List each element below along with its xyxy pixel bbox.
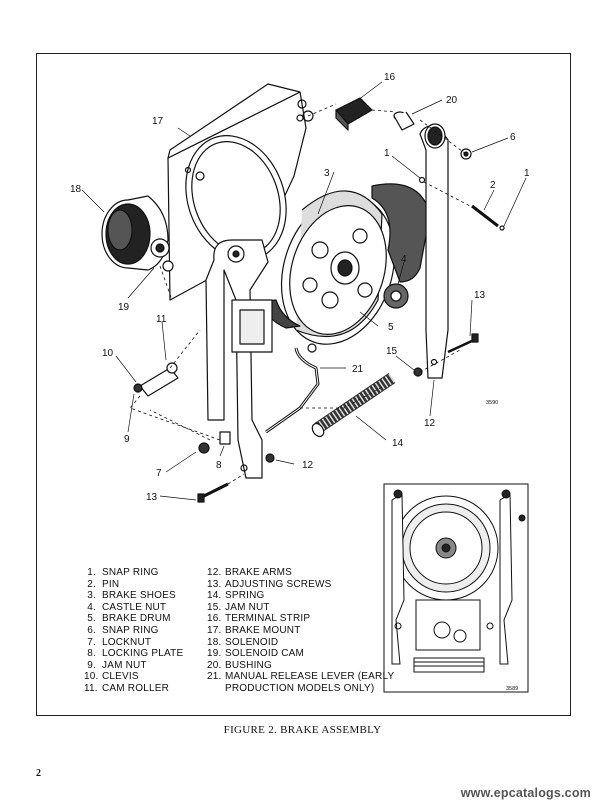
legend-item: 17.BRAKE MOUNT [207,624,301,636]
callout-8: 8 [216,460,222,471]
legend-item: PRODUCTION MODELS ONLY) [225,682,375,694]
callout-5: 5 [388,322,394,333]
legend-item: 10.CLEVIS [84,671,139,683]
callout-10: 10 [102,348,114,359]
callout-4: 4 [401,254,407,265]
legend-item: 20.BUSHING [207,659,272,671]
legend-item: 4.CASTLE NUT [87,601,167,613]
legend-item: 21.MANUAL RELEASE LEVER (EARLY [207,671,395,683]
legend-item: 1.SNAP RING [87,567,159,578]
legend-item: 6.SNAP RING [87,624,159,636]
figure-frame [36,53,571,716]
brake-drum [280,190,396,345]
callout-18: 18 [70,184,82,195]
solenoid [101,195,169,271]
spring [311,373,396,438]
legend-item: 9.JAM NUT [87,659,147,671]
bushing [393,111,415,131]
jam-nut-right [413,367,423,377]
callout-3: 3 [324,168,330,179]
callout-15: 15 [386,346,398,357]
callout-1-right: 1 [524,168,530,179]
callout-19: 19 [118,302,130,313]
legend-item: 12.BRAKE ARMS [207,567,293,578]
callout-20: 20 [446,95,458,106]
legend-item: 11.CAM ROLLER [84,682,170,694]
callout-2: 2 [490,180,496,191]
legend-left: 1.SNAP RING 2.PIN 3.BRAKE SHOES 4.CASTLE… [84,567,183,695]
callout-13-left: 13 [146,492,158,503]
legend-right: 12.BRAKE ARMS 13.ADJUSTING SCREWS 14.SPR… [207,567,394,695]
castle-nut [383,283,409,309]
legend-item: 19.SOLENOID CAM [207,648,305,660]
callout-13-right: 13 [474,290,486,301]
legend-item: 5.BRAKE DRUM [87,613,171,625]
legend-item: 18.SOLENOID [207,636,279,648]
legend-item: 15.JAM NUT [207,601,270,613]
image-ref-main: 3590 [486,400,498,406]
brake-mount-plate [167,83,314,301]
figure-caption: FIGURE 2. BRAKE ASSEMBLY [223,724,382,736]
legend-item: 2.PIN [87,578,120,590]
callout-16: 16 [384,72,396,83]
legend-item: 14.SPRING [207,590,265,602]
callout-7: 7 [156,468,162,479]
callout-11: 11 [156,314,167,325]
brake-arm-right [419,123,449,379]
watermark: www.epcatalogs.com [460,786,591,800]
terminal-strip [335,97,373,131]
snap-ring-6 [460,148,472,160]
legend-item: 7.LOCKNUT [87,636,152,648]
legend-item: 13.ADJUSTING SCREWS [207,578,332,590]
callout-6: 6 [510,132,516,143]
callout-21: 21 [352,364,364,375]
clevis [133,362,179,397]
pin [418,176,505,231]
legend-item: 16.TERMINAL STRIP [207,613,311,625]
manual-release-lever [265,343,320,434]
adjusting-screw-left [197,482,229,503]
callout-12-lower: 12 [302,460,314,471]
callout-17: 17 [152,116,164,127]
callout-1-upper: 1 [384,148,390,159]
legend-item: 8.LOCKING PLATE [87,648,184,660]
adjusting-screw-right [447,333,479,354]
callout-14: 14 [392,438,404,449]
lower-hardware [198,431,275,463]
inset-view: 3589 [383,483,529,693]
callout-9: 9 [124,434,130,445]
callout-12-right: 12 [424,418,436,429]
solenoid-cam [150,238,174,272]
leader-lines [81,81,527,501]
image-ref-inset: 3589 [506,686,518,692]
legend-item: 3.BRAKE SHOES [87,590,176,602]
assembly-dashed-lines [129,103,471,485]
page-number: 2 [36,768,41,779]
brake-arm-left [205,239,273,479]
